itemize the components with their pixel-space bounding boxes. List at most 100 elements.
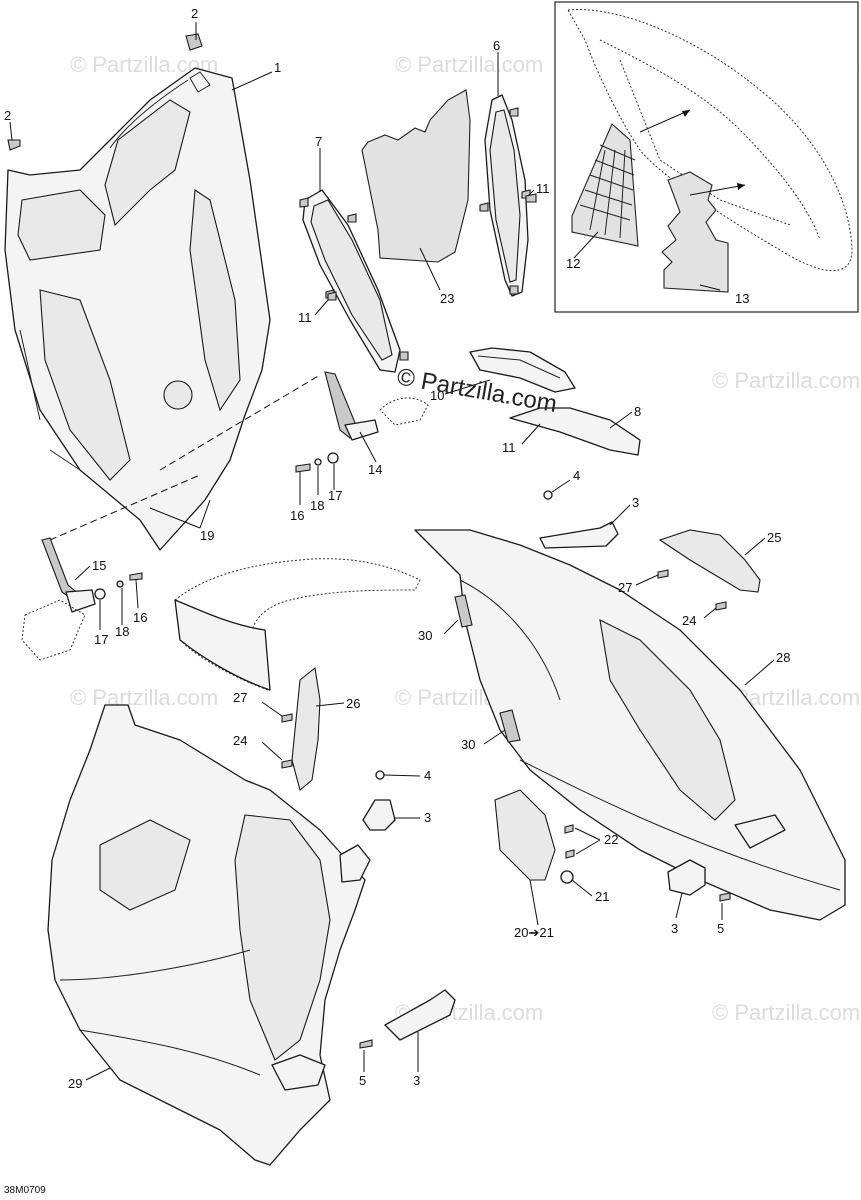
right-panel-recess [599, 619, 736, 821]
pad-26 [291, 666, 321, 791]
callout-23: 23 [440, 291, 454, 306]
callout-16: 16 [133, 610, 147, 625]
headlight-opening [17, 189, 106, 261]
callout-3: 3 [424, 810, 431, 825]
watermark: © Partzilla.com [712, 1000, 860, 1025]
callout-2: 2 [191, 6, 198, 21]
callout-3: 3 [413, 1073, 420, 1088]
part-28-right-panel [414, 529, 846, 921]
callout-4: 4 [424, 768, 431, 783]
clip-2-top [185, 33, 203, 51]
side-vent-left [39, 289, 131, 481]
callout-21: 21 [595, 889, 609, 904]
bracket-15 [65, 589, 96, 613]
trim-strip-8 [509, 407, 641, 456]
strip-30a [454, 594, 473, 628]
callout-28: 28 [776, 650, 790, 665]
lower-panel-window [99, 819, 191, 911]
clip-11 [327, 291, 337, 301]
leader-lines [9, 22, 775, 1081]
callout-24: 24 [682, 613, 696, 628]
upper-vent-opening [104, 99, 191, 227]
screws-22 [564, 824, 575, 859]
callout-27: 27 [618, 580, 632, 595]
washer-17b [94, 588, 106, 600]
callout-19: 19 [200, 528, 214, 543]
callout-4: 4 [573, 468, 580, 483]
handle-3-right [667, 859, 706, 896]
strip-30b [499, 709, 521, 743]
callout-3: 3 [671, 921, 678, 936]
washer-18b [116, 580, 124, 588]
callout-16: 16 [290, 508, 304, 523]
gauge-hole [163, 380, 193, 410]
callout-30: 30 [461, 737, 475, 752]
bracket-14 [344, 419, 379, 441]
callout-15: 15 [92, 558, 106, 573]
diagram-code: 38M0709 [4, 1185, 46, 1196]
watermark: © Partzilla.com [395, 52, 543, 77]
washer-18 [314, 458, 322, 466]
callout-12: 12 [566, 256, 580, 271]
nut-21 [560, 870, 574, 884]
callout-17: 17 [328, 488, 342, 503]
callout-6: 6 [493, 38, 500, 53]
callout-14: 14 [368, 462, 382, 477]
side-vent-right [189, 189, 241, 412]
callout-25: 25 [767, 530, 781, 545]
right-panel-body [414, 529, 846, 921]
callout-11: 11 [298, 310, 312, 325]
handle-3-mid [362, 799, 396, 831]
clip-2-left [7, 139, 21, 151]
washer-17 [327, 452, 339, 464]
callout-5: 5 [359, 1073, 366, 1088]
callout-27: 27 [233, 690, 247, 705]
callout-8: 8 [634, 404, 641, 419]
lower-panel-recess [234, 814, 331, 1061]
callout-29: 29 [68, 1076, 82, 1091]
callout-5: 5 [717, 921, 724, 936]
callout-3: 3 [632, 495, 639, 510]
screw-5 [719, 892, 731, 902]
callout-7: 7 [315, 134, 322, 149]
callout-20-21: 20➔21 [514, 925, 554, 940]
bolt-16 [295, 463, 311, 473]
callout-30: 30 [418, 628, 432, 643]
handle-3-bottom [384, 989, 456, 1041]
callout-13: 13 [735, 291, 749, 306]
bolt-16b [129, 572, 143, 581]
handle-3-top [539, 521, 619, 549]
callout-2: 2 [4, 108, 11, 123]
watermark: © Partzilla.com [70, 685, 218, 710]
pad-25 [658, 529, 761, 593]
callout-18: 18 [115, 624, 129, 639]
cap-4 [543, 490, 553, 500]
part-29-lower-panel [47, 704, 371, 1166]
callout-1: 1 [274, 60, 281, 75]
callout-11: 11 [502, 440, 516, 455]
watermark: © Partzilla.com [712, 368, 860, 393]
inset-hood-outline [567, 9, 853, 272]
foam-block-13 [661, 171, 729, 293]
clip-11 [525, 193, 537, 203]
callout-24: 24 [233, 733, 247, 748]
callout-17: 17 [94, 632, 108, 647]
part-6-vent-frame [479, 94, 531, 297]
screws-27-24 [281, 569, 727, 769]
bracket-20 [494, 789, 556, 881]
callout-18: 18 [310, 498, 324, 513]
callout-26: 26 [346, 696, 360, 711]
cap-4b [375, 770, 385, 780]
callout-11: 11 [536, 181, 550, 196]
callout-22: 22 [604, 832, 618, 847]
lower-trim-piece [174, 599, 271, 691]
trim-strip-10 [469, 347, 576, 393]
lower-panel-handle-bottom [271, 1054, 326, 1091]
screw-5b [359, 1039, 373, 1049]
foam-piece-23 [361, 89, 471, 263]
part-7-vent-frame [299, 189, 409, 373]
inset-detail [554, 1, 859, 313]
part-1-upper-panel [4, 67, 271, 551]
handle-right [734, 814, 786, 849]
